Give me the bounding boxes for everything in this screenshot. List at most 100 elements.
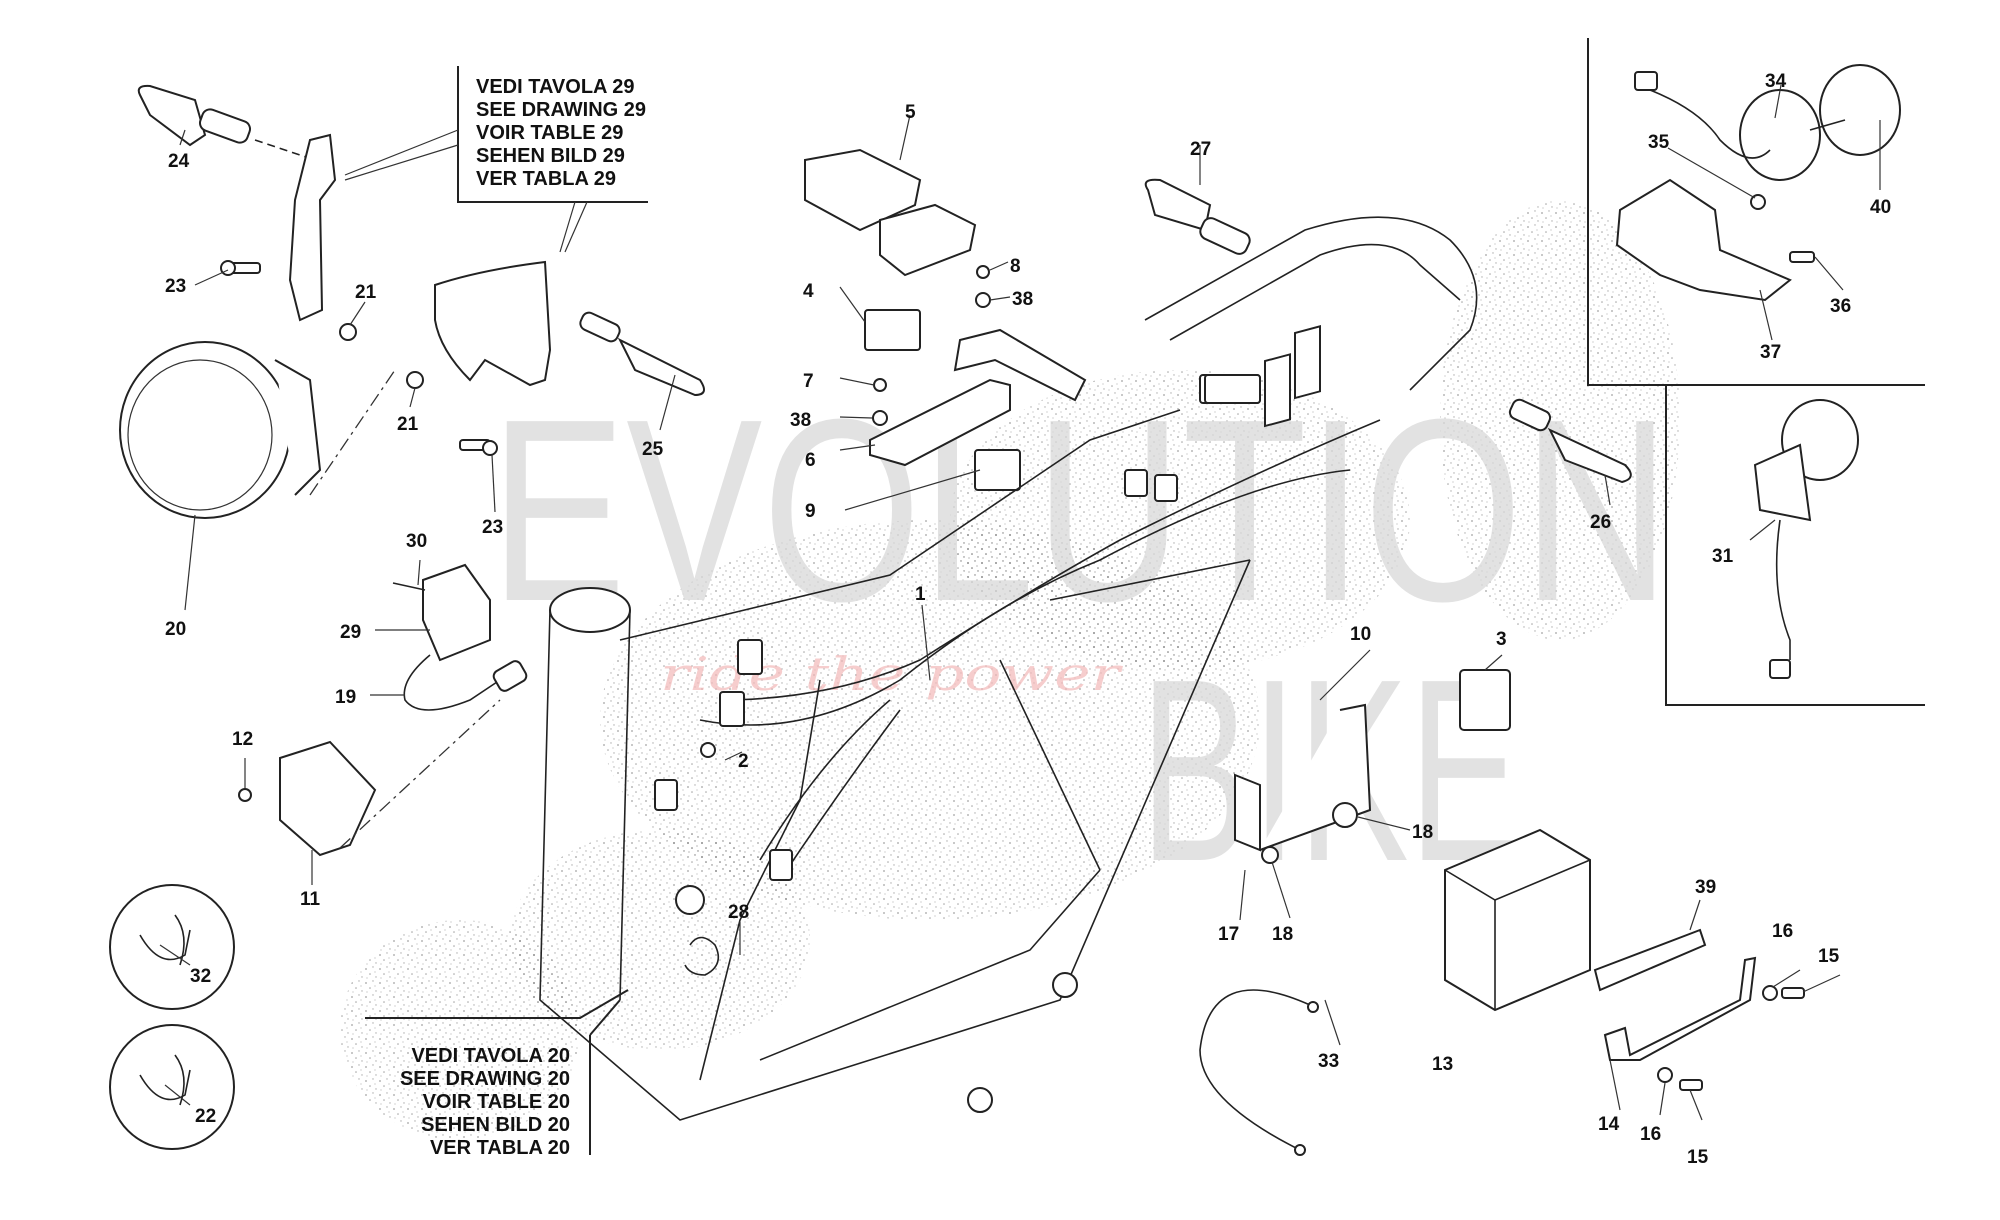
spark-plug-cap-19[interactable] xyxy=(403,654,528,711)
license-plate-light-37[interactable] xyxy=(1615,178,1792,302)
callout-33: 33 xyxy=(1318,1051,1339,1072)
callout-28: 28 xyxy=(728,902,749,923)
callout-35: 35 xyxy=(1648,132,1670,153)
callout-27: 27 xyxy=(1190,139,1211,160)
turn-signal-24[interactable] xyxy=(137,84,331,166)
turn-signal-26[interactable] xyxy=(1508,397,1632,484)
screw-8[interactable] xyxy=(976,265,990,279)
screw-12[interactable] xyxy=(238,788,252,802)
callout-20: 20 xyxy=(165,619,186,640)
callout-4: 4 xyxy=(803,281,814,302)
callout-29: 29 xyxy=(340,622,361,643)
callout-9: 9 xyxy=(805,501,816,522)
callout-18: 18 xyxy=(1412,822,1433,843)
cable-clip-28[interactable] xyxy=(684,936,720,976)
callout-32: 32 xyxy=(190,966,211,987)
lamp-holder-34[interactable] xyxy=(1634,71,1821,181)
tail-light-assembly-31[interactable] xyxy=(1753,399,1859,679)
battery-13[interactable] xyxy=(1444,828,1591,1012)
callout-6: 6 xyxy=(805,450,816,471)
bracket-6[interactable] xyxy=(869,328,1087,467)
callout-25: 25 xyxy=(642,439,664,460)
callout-21: 21 xyxy=(397,414,419,435)
cable-terminal xyxy=(1294,1144,1306,1156)
callout-23: 23 xyxy=(165,276,186,297)
callout-40: 40 xyxy=(1870,197,1891,218)
note-box-drawing-20: VEDI TAVOLA 20 SEE DRAWING 20 VOIR TABLE… xyxy=(365,989,629,1159)
screw-15-upper[interactable] xyxy=(1781,987,1805,999)
tail-light-40[interactable] xyxy=(1809,64,1901,156)
turn-signal-25[interactable] xyxy=(578,310,705,397)
ground-cable-33[interactable] xyxy=(1199,989,1311,1151)
screw-36[interactable] xyxy=(1789,251,1815,263)
relay-3[interactable] xyxy=(1459,669,1511,731)
screw-23-lower[interactable] xyxy=(459,439,498,456)
note-29-line-it: VEDI TAVOLA 29 xyxy=(476,76,635,98)
screw-7[interactable] xyxy=(873,378,887,392)
callout-34: 34 xyxy=(1765,71,1787,92)
turn-signal-27[interactable] xyxy=(1144,178,1253,257)
callout-22: 22 xyxy=(195,1106,216,1127)
front-bracket-left xyxy=(288,133,337,322)
callout-30: 30 xyxy=(406,531,427,552)
washer-21-upper[interactable] xyxy=(339,323,357,341)
callout-15: 15 xyxy=(1818,946,1840,967)
callout-2: 2 xyxy=(738,751,749,772)
headlight-20[interactable] xyxy=(119,341,396,519)
callout-15: 15 xyxy=(1687,1147,1709,1168)
callout-17: 17 xyxy=(1218,924,1239,945)
wiring-harness-1[interactable] xyxy=(654,374,1381,881)
callout-8: 8 xyxy=(1010,256,1021,277)
note-20-line-es: VER TABLA 20 xyxy=(430,1137,570,1159)
rubber-pad-39[interactable] xyxy=(1593,928,1707,992)
relay-9[interactable] xyxy=(974,449,1021,491)
note-20-line-de: SEHEN BILD 20 xyxy=(421,1114,570,1136)
voltage-regulator-11[interactable] xyxy=(279,699,501,857)
control-unit-5[interactable] xyxy=(804,148,977,277)
note-20-line-en: SEE DRAWING 20 xyxy=(400,1068,570,1090)
callout-16: 16 xyxy=(1640,1124,1661,1145)
nut-2[interactable] xyxy=(700,742,716,758)
note-20-line-it: VEDI TAVOLA 20 xyxy=(411,1045,570,1067)
battery-strap-bracket-14[interactable] xyxy=(1603,956,1757,1061)
callout-31: 31 xyxy=(1712,546,1734,567)
callout-10: 10 xyxy=(1350,624,1371,645)
speckle-texture xyxy=(340,200,1680,1140)
washer-21-lower[interactable] xyxy=(406,371,424,389)
note-29-line-en: SEE DRAWING 29 xyxy=(476,99,646,121)
callout-16: 16 xyxy=(1772,921,1793,942)
washer-38-lower[interactable] xyxy=(872,410,888,426)
callout-36: 36 xyxy=(1830,296,1851,317)
callout-3: 3 xyxy=(1496,629,1507,650)
cable-terminal xyxy=(1307,1001,1319,1013)
nut-35[interactable] xyxy=(1750,194,1766,210)
note-box-drawing-29: VEDI TAVOLA 29 SEE DRAWING 29 VOIR TABLE… xyxy=(344,66,648,253)
callout-19: 19 xyxy=(335,687,356,708)
callout-24: 24 xyxy=(168,151,190,172)
battery-support-17[interactable] xyxy=(1234,703,1372,864)
screw-15-lower[interactable] xyxy=(1679,1079,1703,1091)
screw-30[interactable] xyxy=(392,582,426,591)
screw-23-upper[interactable] xyxy=(220,260,261,276)
callout-26: 26 xyxy=(1590,512,1611,533)
washer-16-upper[interactable] xyxy=(1762,985,1778,1001)
note-29-line-de: SEHEN BILD 29 xyxy=(476,145,625,167)
washer-16-lower[interactable] xyxy=(1657,1067,1673,1083)
motorcycle-frame xyxy=(539,409,1251,1121)
callout-38: 38 xyxy=(1012,289,1033,310)
note-29-line-es: VER TABLA 29 xyxy=(476,168,616,190)
callout-39: 39 xyxy=(1695,877,1716,898)
front-bracket-right xyxy=(434,260,552,387)
clip-inset-22[interactable] xyxy=(109,1024,235,1150)
callout-18: 18 xyxy=(1272,924,1293,945)
washer-38-upper[interactable] xyxy=(975,292,991,308)
relay-4[interactable] xyxy=(864,309,921,351)
ignition-coil-29[interactable] xyxy=(422,563,491,662)
clip-inset-32[interactable] xyxy=(109,884,235,1010)
note-29-line-fr: VOIR TABLE 29 xyxy=(476,122,623,144)
callout-labels: 24 23 21 21 23 25 20 30 29 19 12 11 32 2… xyxy=(165,71,1891,1168)
rubber-pad-10[interactable] xyxy=(1264,325,1321,428)
callout-14: 14 xyxy=(1598,1114,1620,1135)
callout-38: 38 xyxy=(790,410,811,431)
note-20-line-fr: VOIR TABLE 20 xyxy=(423,1091,570,1113)
